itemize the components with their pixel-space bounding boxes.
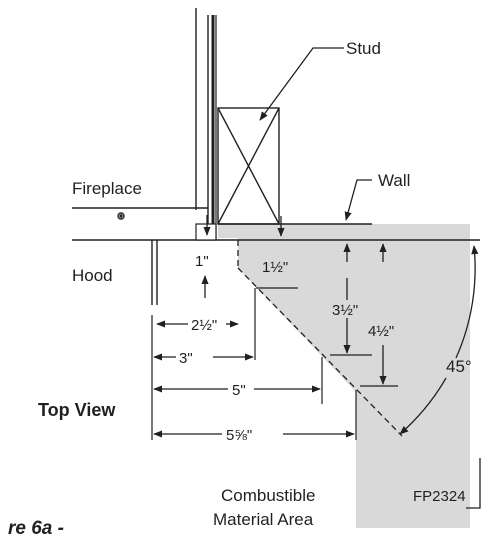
stud <box>217 107 280 225</box>
hood <box>72 239 480 305</box>
hood-label: Hood <box>72 266 113 285</box>
fireplace-side-wall <box>195 8 217 240</box>
extension-lines <box>151 287 398 440</box>
figure-code: FP2324 <box>413 488 466 505</box>
stud-label: Stud <box>346 39 381 58</box>
dim-1-5in: 1½" <box>262 259 288 276</box>
angle-45: 45° <box>446 357 472 376</box>
dim-2-5in: 2½" <box>191 317 217 334</box>
combustible-leader <box>466 458 481 509</box>
dim-5in: 5" <box>232 382 246 399</box>
top-view-label: Top View <box>38 400 116 420</box>
dim-5-625in: 5⅝" <box>226 427 252 444</box>
wall-label: Wall <box>378 171 410 190</box>
clearance-dashed-line <box>237 240 403 437</box>
dimension-arrows <box>153 215 479 438</box>
hood-corner-block <box>195 223 217 241</box>
stud-leader <box>259 47 344 121</box>
figure-caption: re 6a - <box>8 518 64 538</box>
dim-3-5in: 3½" <box>332 302 358 319</box>
combustible-label-line2: Material Area <box>213 510 314 529</box>
dim-1in: 1" <box>195 253 209 270</box>
dim-3in: 3" <box>179 350 193 367</box>
fireplace-label: Fireplace <box>72 179 142 198</box>
wall-leader <box>344 179 372 221</box>
fireplace-top <box>72 207 208 220</box>
combustible-label-line1: Combustible <box>221 486 316 505</box>
dim-4-5in: 4½" <box>368 323 394 340</box>
